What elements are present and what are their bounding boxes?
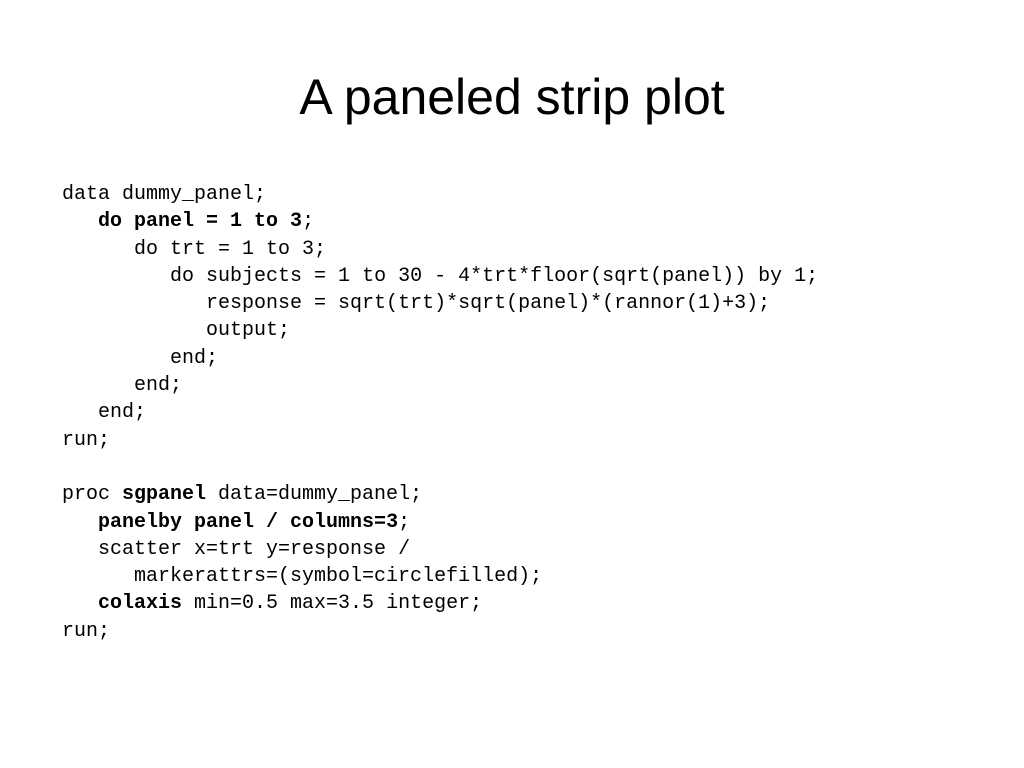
code-indent [62, 511, 98, 534]
code-indent [62, 538, 98, 561]
code-line [62, 454, 818, 481]
code-line: do panel = 1 to 3; [62, 208, 818, 235]
code-indent [62, 374, 134, 397]
code-block: data dummy_panel; do panel = 1 to 3; do … [62, 181, 818, 645]
code-indent [62, 265, 170, 288]
code-text: ; [302, 210, 315, 234]
code-indent [62, 238, 134, 261]
code-text: scatter x=trt y=response / [98, 537, 411, 561]
slide-title: A paneled strip plot [299, 69, 725, 125]
code-line: run; [62, 427, 818, 454]
code-text: do subjects = 1 to 30 - 4*trt*floor(sqrt… [170, 264, 819, 288]
code-keyword: do panel = 1 to 3 [98, 210, 303, 234]
code-text: output; [206, 319, 291, 343]
code-indent [62, 347, 170, 370]
code-line: end; [62, 399, 818, 426]
code-indent [62, 210, 98, 233]
code-text: end; [170, 346, 219, 370]
code-text: data=dummy_panel; [206, 483, 423, 507]
code-line: response = sqrt(trt)*sqrt(panel)*(rannor… [62, 290, 818, 317]
code-line: output; [62, 317, 818, 344]
code-line: end; [62, 372, 818, 399]
code-indent [62, 401, 98, 424]
code-text: end; [134, 374, 183, 398]
code-line: proc sgpanel data=dummy_panel; [62, 481, 818, 508]
code-text: min=0.5 max=3.5 integer; [182, 592, 483, 616]
code-keyword: panelby panel / columns=3 [98, 510, 399, 534]
code-line: do trt = 1 to 3; [62, 236, 818, 263]
code-indent [62, 592, 98, 615]
code-text: run; [62, 619, 111, 643]
code-indent [62, 565, 134, 588]
code-text: run; [62, 428, 111, 452]
code-text: end; [98, 401, 147, 425]
code-keyword: colaxis [98, 592, 183, 616]
code-indent [62, 292, 206, 315]
code-line: run; [62, 618, 818, 645]
code-line: colaxis min=0.5 max=3.5 integer; [62, 590, 818, 617]
code-text: markerattrs=(symbol=circlefilled); [134, 565, 543, 589]
code-indent [62, 319, 206, 342]
code-text: response = sqrt(trt)*sqrt(panel)*(rannor… [206, 292, 771, 316]
code-line: end; [62, 345, 818, 372]
code-line: data dummy_panel; [62, 181, 818, 208]
code-keyword: sgpanel [122, 483, 207, 507]
code-text: proc [62, 483, 123, 507]
code-line: do subjects = 1 to 30 - 4*trt*floor(sqrt… [62, 263, 818, 290]
code-text: ; [398, 510, 411, 534]
code-line: scatter x=trt y=response / [62, 536, 818, 563]
code-text: do trt = 1 to 3; [134, 237, 327, 261]
code-line: panelby panel / columns=3; [62, 509, 818, 536]
code-line: markerattrs=(symbol=circlefilled); [62, 563, 818, 590]
code-text: data dummy_panel; [62, 183, 267, 206]
